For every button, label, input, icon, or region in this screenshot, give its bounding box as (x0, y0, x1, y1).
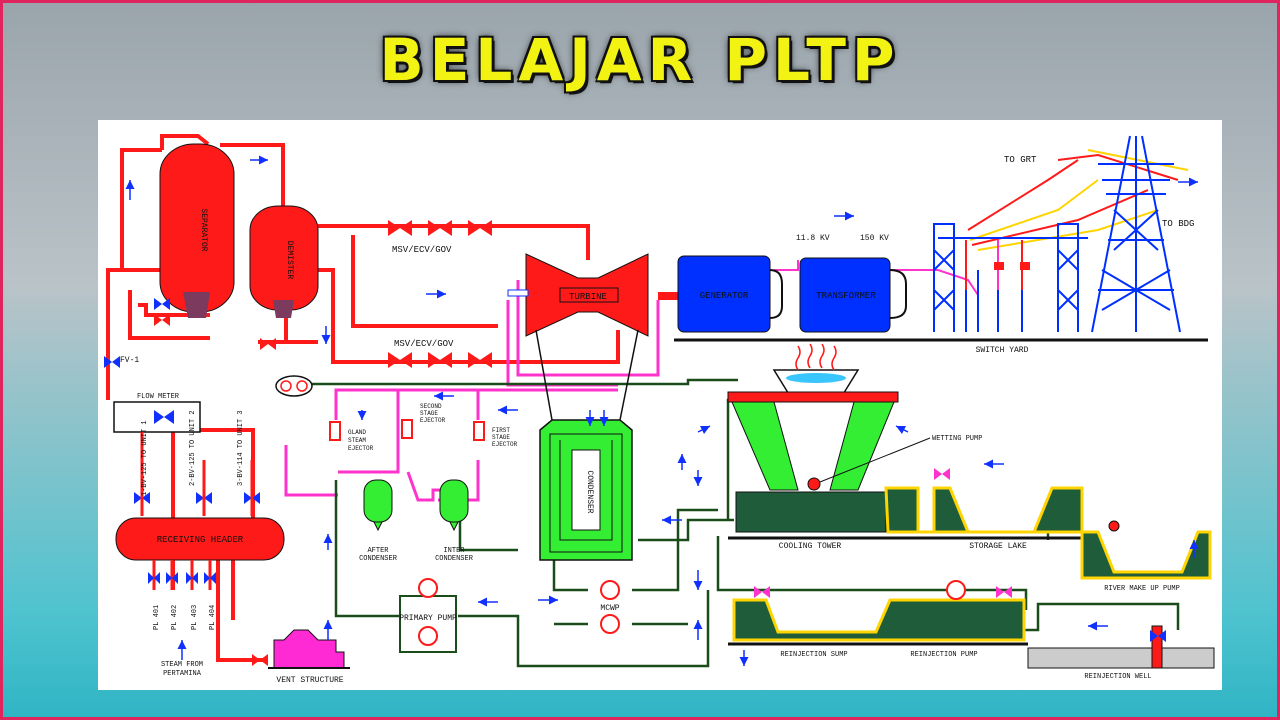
msv-top-label: MSV/ECV/GOV (392, 245, 452, 255)
primary-pump-label: PRIMARY PUMP (399, 614, 457, 623)
inter-label-2: CONDENSER (435, 555, 474, 563)
switch-yard-connections (965, 240, 1030, 290)
second-label-3: EJECTOR (420, 417, 446, 424)
gland-label-3: EJECTOR (348, 445, 374, 452)
turbine-exhaust (535, 329, 639, 421)
mcwp-label: MCWP (600, 604, 619, 613)
switch-yard-label: SWITCH YARD (976, 346, 1029, 355)
to-grt-label: TO GRT (1004, 155, 1037, 165)
main-condenser[interactable]: CONDENSER (539, 419, 633, 561)
unit2-label: 2-BV-125 TO UNIT 2 (189, 410, 197, 486)
second-label-2: STAGE (420, 410, 438, 417)
rock-muffler[interactable] (275, 375, 313, 397)
inter-label-1: INTER (443, 547, 465, 555)
gland-label-1: GLAND (348, 429, 366, 436)
pl402-label: PL 402 (171, 605, 179, 630)
turbine[interactable]: TURBINE (507, 253, 649, 337)
first-label-2: STAGE (492, 434, 510, 441)
fv1-label: FV-1 (120, 356, 139, 365)
transformer-label: TRANSFORMER (816, 291, 876, 301)
receiving-header-label: RECEIVING HEADER (157, 535, 244, 545)
unit3-label: 3-BV-114 TO UNIT 3 (237, 410, 245, 486)
receiving-header[interactable]: RECEIVING HEADER (115, 517, 285, 561)
pltp-process-diagram: SEPARATOR DEMISTER MSV/ECV/GOV MSV/ECV/G… (104, 134, 1215, 685)
reinjection-sump[interactable]: REINJECTION SUMP REINJECTION PUMP (728, 598, 1028, 659)
inter-condenser[interactable]: INTER CONDENSER (435, 479, 474, 563)
condenser-label: CONDENSER (585, 470, 594, 513)
transformer[interactable]: TRANSFORMER (799, 257, 907, 333)
unit-valves[interactable] (134, 492, 260, 504)
first-label-1: FIRST (492, 427, 510, 434)
demister[interactable]: DEMISTER (249, 205, 319, 318)
river-make-up-label: RIVER MAKE UP PUMP (1104, 585, 1180, 593)
switch-yard (933, 135, 1181, 333)
lake-valve[interactable] (934, 468, 950, 480)
storage-lake[interactable]: STORAGE LAKE (884, 486, 1088, 551)
wetting-pump-label: WETTING PUMP (932, 435, 982, 443)
wetting-pump[interactable]: WETTING PUMP (807, 435, 982, 491)
separator-label: SEPARATOR (199, 208, 208, 251)
after-label-1: AFTER (367, 547, 389, 555)
steam-plume (795, 343, 837, 371)
primary-pumps[interactable]: PRIMARY PUMP (399, 578, 457, 653)
second-stage-ejector[interactable]: SECOND STAGE EJECTOR (401, 403, 446, 439)
second-label-1: SECOND (420, 403, 442, 410)
first-stage-ejector[interactable]: FIRST STAGE EJECTOR (473, 421, 518, 448)
pertamina-label: PERTAMINA (163, 670, 202, 678)
pl404-label: PL 404 (209, 605, 217, 630)
msv-bottom-label: MSV/ECV/GOV (394, 339, 454, 349)
gland-label-2: STEAM (348, 437, 366, 444)
cooling-tower-label: COOLING TOWER (779, 542, 842, 551)
after-condenser[interactable]: AFTER CONDENSER (359, 479, 398, 563)
pl403-label: PL 403 (191, 605, 199, 630)
page-title: BELAJAR PLTP (379, 26, 901, 94)
msv-valves-top[interactable] (388, 220, 492, 236)
reinjection-pump-icon[interactable] (946, 580, 966, 600)
separator-valves (154, 298, 276, 350)
msv-valves-bottom[interactable] (388, 352, 492, 368)
to-bdg-label: TO BDG (1162, 219, 1194, 229)
after-label-2: CONDENSER (359, 555, 398, 563)
pump-valve[interactable] (996, 586, 1012, 598)
kv-11-label: 11.8 KV (796, 234, 830, 243)
generator-label: GENERATOR (700, 291, 749, 301)
turbine-label: TURBINE (569, 292, 607, 302)
demister-label: DEMISTER (285, 241, 294, 280)
vent-valve[interactable] (252, 654, 268, 666)
storage-lake-label: STORAGE LAKE (969, 542, 1027, 551)
unit-branch-lines (140, 432, 254, 516)
separator[interactable]: SEPARATOR (159, 143, 235, 318)
cooling-tower[interactable]: COOLING TOWER (727, 369, 899, 551)
flow-arrows (125, 155, 1199, 666)
steam-from-label: STEAM FROM (161, 661, 203, 669)
reinjection-pump-label: REINJECTION PUMP (910, 651, 977, 659)
pertamina-inlets (152, 560, 212, 590)
pltp-diagram-panel: SEPARATOR DEMISTER MSV/ECV/GOV MSV/ECV/G… (98, 120, 1222, 690)
first-label-3: EJECTOR (492, 441, 518, 448)
flow-meter-label: FLOW METER (137, 393, 180, 401)
pl401-label: PL 401 (153, 605, 161, 630)
river-pump-icon[interactable] (1108, 520, 1120, 532)
cooling-water-lines (288, 378, 1180, 668)
kv-150-label: 150 KV (860, 234, 889, 243)
flow-meter[interactable]: FLOW METER (113, 393, 201, 433)
reinjection-well-label: REINJECTION WELL (1084, 673, 1151, 681)
gland-steam-ejector[interactable]: GLAND STEAM EJECTOR (329, 421, 374, 452)
river-basin[interactable]: RIVER MAKE UP PUMP (1080, 530, 1212, 593)
reinjection-sump-label: REINJECTION SUMP (780, 651, 847, 659)
fv1-valve[interactable] (104, 356, 120, 368)
reinjection-well[interactable]: REINJECTION WELL (1027, 625, 1215, 681)
vent-structure-label: VENT STRUCTURE (276, 676, 343, 685)
vent-structure[interactable]: VENT STRUCTURE (268, 629, 350, 685)
pertamina-valves[interactable] (148, 572, 216, 584)
sump-valve[interactable] (754, 586, 770, 598)
mcwp-pumps[interactable]: MCWP (600, 580, 620, 634)
unit1-label: 1-BV-125 TO UNIT 1 (141, 420, 149, 496)
generator[interactable]: GENERATOR (658, 255, 783, 333)
